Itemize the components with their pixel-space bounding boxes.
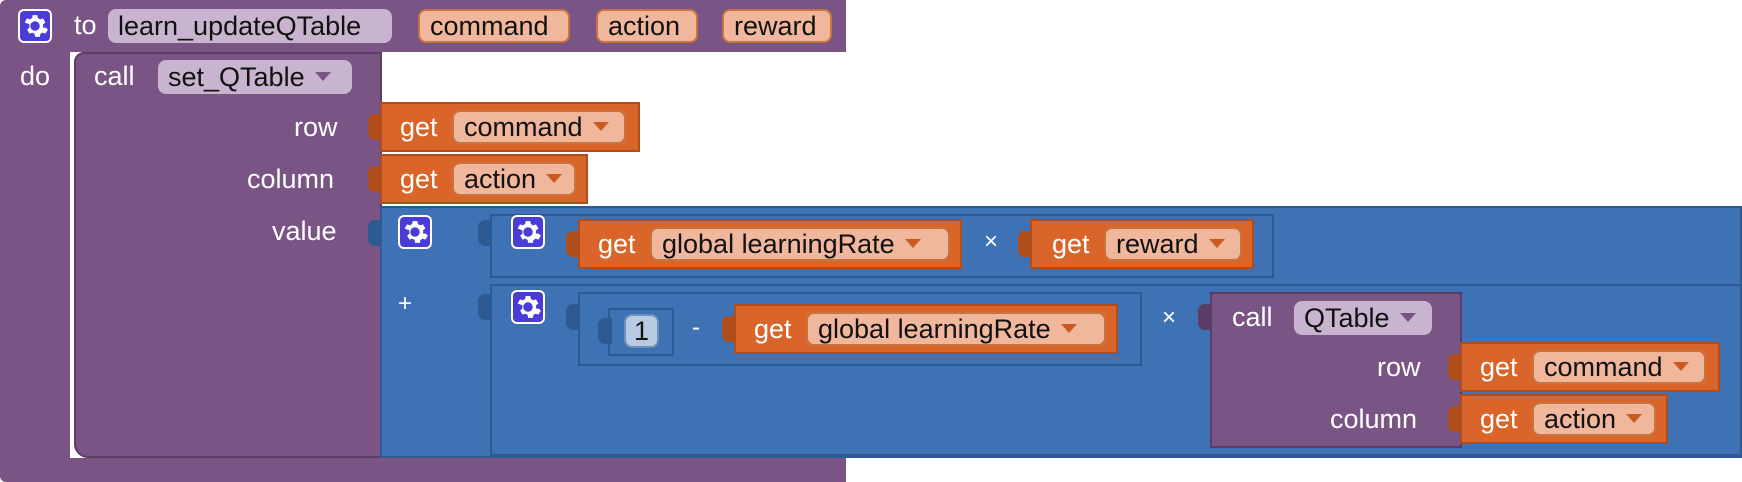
get-learning-rate-var-text-1: global learningRate (662, 229, 895, 259)
set-qtable-call-label: call (94, 61, 135, 91)
get-learning-rate-var-text-2: global learningRate (818, 314, 1051, 344)
multiply-rate-reward-gear-icon[interactable] (511, 215, 545, 249)
procedure-name-field[interactable]: learn_updateQTable (108, 9, 392, 43)
multiply-operator-2: × (1162, 304, 1177, 331)
set-qtable-column-label: column (247, 164, 335, 194)
get-learning-rate-var-dropdown-1[interactable]: global learningRate (650, 227, 950, 261)
qtable-get-action-get-label: get (1480, 404, 1518, 434)
qtable-row-label: row (1377, 352, 1421, 382)
qtable-name-text: QTable (1304, 303, 1390, 333)
get-action-connector (368, 166, 382, 192)
number-one-field[interactable]: 1 (624, 314, 660, 348)
qtable-name-dropdown[interactable]: QTable (1294, 301, 1432, 335)
procedure-do-column (0, 52, 70, 460)
set-qtable-value-label: value (272, 216, 337, 246)
qtable-get-action-var-text: action (1544, 404, 1617, 434)
get-command-var-text: command (464, 112, 583, 142)
multiply-decay-qtable-connector (478, 294, 492, 320)
get-learning-rate-get-label-1: get (598, 229, 636, 259)
get-command-var-dropdown[interactable]: command (452, 110, 626, 144)
qtable-column-label: column (1330, 404, 1418, 434)
procedure-to-label: to (74, 10, 97, 40)
set-qtable-name-dropdown[interactable]: set_QTable (158, 60, 352, 94)
get-command-get-label: get (400, 112, 438, 142)
qtable-get-command-var-dropdown[interactable]: command (1532, 350, 1706, 384)
get-learning-rate-get-label-2: get (754, 314, 792, 344)
get-command-connector (368, 114, 382, 140)
dropdown-caret-icon (1626, 414, 1643, 424)
number-one-connector (598, 318, 612, 344)
dropdown-caret-icon (1399, 313, 1416, 323)
qtable-get-command-var-text: command (1544, 352, 1663, 382)
procedure-param-command[interactable]: command (418, 9, 570, 43)
multiply-operator-1: × (984, 228, 999, 255)
dropdown-caret-icon (904, 239, 921, 249)
qtable-get-action-connector (1448, 406, 1462, 432)
qtable-call-connector (1198, 304, 1212, 330)
addition-mutator-gear-icon[interactable] (398, 215, 432, 249)
get-learning-rate-connector-2 (722, 316, 736, 342)
procedure-param-action[interactable]: action (596, 9, 698, 43)
subtraction-minus-operator: - (692, 314, 700, 341)
dropdown-caret-icon (592, 122, 609, 132)
qtable-get-command-get-label: get (1480, 352, 1518, 382)
dropdown-caret-icon (314, 72, 331, 82)
get-learning-rate-var-dropdown-2[interactable]: global learningRate (806, 312, 1106, 346)
procedure-param-reward[interactable]: reward (722, 9, 832, 43)
get-reward-connector (1018, 231, 1032, 257)
procedure-do-label: do (20, 61, 51, 91)
multiply-rate-reward-connector (478, 220, 492, 246)
qtable-get-action-var-dropdown[interactable]: action (1532, 402, 1656, 436)
set-qtable-row-label: row (294, 112, 338, 142)
dropdown-caret-icon (1060, 324, 1077, 334)
procedure-mutator-gear-icon[interactable] (18, 9, 52, 43)
addition-plus-operator: + (398, 290, 413, 317)
multiply-decay-qtable-gear-icon[interactable] (511, 290, 545, 324)
qtable-get-command-connector (1448, 354, 1462, 380)
get-action-var-text: action (464, 164, 537, 194)
get-action-get-label: get (400, 164, 438, 194)
procedure-bottom-bar (0, 458, 846, 482)
set-qtable-call-block[interactable] (74, 52, 382, 458)
get-action-var-dropdown[interactable]: action (452, 162, 576, 196)
dropdown-caret-icon (1672, 362, 1689, 372)
subtraction-connector (566, 304, 580, 330)
dropdown-caret-icon (1208, 239, 1225, 249)
get-reward-var-text: reward (1116, 229, 1199, 259)
set-qtable-name-text: set_QTable (168, 62, 305, 92)
addition-connector (368, 220, 382, 246)
dropdown-caret-icon (546, 174, 563, 184)
get-learning-rate-connector-1 (566, 231, 580, 257)
get-reward-var-dropdown[interactable]: reward (1104, 227, 1242, 261)
qtable-call-label: call (1232, 302, 1273, 332)
get-reward-get-label: get (1052, 229, 1090, 259)
